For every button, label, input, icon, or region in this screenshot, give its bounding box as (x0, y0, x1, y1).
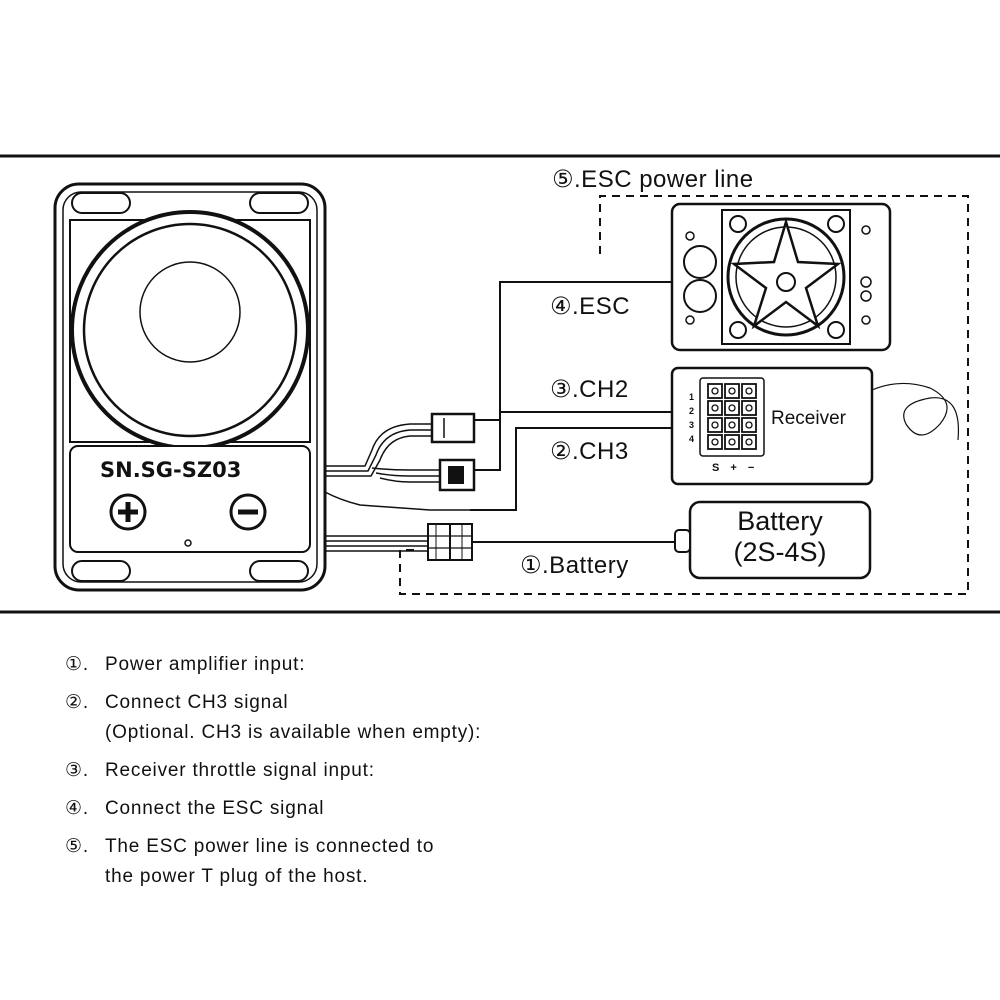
label-esc: ④.ESC (550, 293, 631, 320)
wire-esc (474, 281, 672, 421)
receiver-pin-grid (707, 383, 757, 450)
receiver-pin-hole (711, 387, 719, 395)
note-number: ②. (65, 692, 89, 713)
note-number: ③. (65, 760, 89, 781)
label-ch3: ②.CH3 (550, 438, 629, 465)
note-text: Power amplifier input: (105, 654, 306, 675)
receiver-row-3: 3 (689, 420, 695, 430)
speaker-inner-ring (82, 222, 298, 438)
receiver-pin (741, 383, 757, 399)
receiver-pin-hole (745, 421, 753, 429)
label-ch2: ③.CH2 (550, 376, 629, 403)
note-text: Connect the ESC signal (105, 798, 325, 819)
receiver-pin (707, 383, 723, 399)
note-item: ①. Power amplifier input: (65, 650, 965, 680)
esc-unit (670, 202, 892, 352)
sound-device (53, 182, 327, 592)
receiver-pin (741, 400, 757, 416)
receiver-pin (741, 417, 757, 433)
mount-tab-tr (249, 192, 309, 214)
note-text: (Optional. CH3 is available when empty): (105, 722, 482, 743)
wiring-diagram: ⑤.ESC power line ④.ESC ③.CH2 ②.CH3 ①.Bat… (0, 154, 1000, 614)
connector-battery (427, 523, 473, 561)
receiver-pin-hole (728, 421, 736, 429)
receiver-pin (707, 434, 723, 450)
receiver-antenna (871, 382, 960, 441)
label-esc-power-line: ⑤.ESC power line (552, 166, 754, 193)
receiver-pin-labels: S + − (712, 462, 759, 474)
note-text: the power T plug of the host. (105, 866, 369, 887)
note-item: ⑤. The ESC power line is connected to the … (65, 832, 965, 892)
label-battery: ①.Battery (520, 552, 629, 579)
mount-tab-bl (71, 560, 131, 582)
receiver-pin (741, 434, 757, 450)
esc-power-dashed-line (399, 195, 969, 595)
speaker-cone (139, 261, 241, 363)
speaker-outer-ring (70, 210, 310, 450)
connector-ch2 (438, 458, 476, 492)
receiver-pin (724, 383, 740, 399)
receiver-pin (724, 417, 740, 433)
receiver-pin (707, 400, 723, 416)
wire-routes (470, 281, 690, 543)
battery-box-voltage: (2S-4S) (733, 537, 827, 567)
battery-unit (674, 500, 872, 580)
battery-box-label: Battery (2S-4S) (690, 506, 870, 568)
mount-tab-br (249, 560, 309, 582)
note-text: Connect CH3 signal (105, 692, 289, 713)
receiver-pin-hole (728, 404, 736, 412)
receiver-pin-hole (728, 387, 736, 395)
note-text: The ESC power line is connected to (105, 836, 435, 857)
receiver-pin-hole (711, 404, 719, 412)
receiver-pin-hole (728, 438, 736, 446)
receiver-pin-hole (711, 421, 719, 429)
receiver-pin-hole (745, 387, 753, 395)
mount-tab-tl (71, 192, 131, 214)
receiver-label: Receiver (771, 408, 846, 429)
receiver-row-4: 4 (689, 434, 695, 444)
receiver-pin-hole (745, 438, 753, 446)
note-number: ⑤. (65, 836, 89, 857)
receiver-row-2: 2 (689, 406, 695, 416)
wire-ch2 (474, 411, 672, 471)
note-number: ④. (65, 798, 89, 819)
note-item: ③. Receiver throttle signal input: (65, 756, 965, 786)
receiver-pin (724, 400, 740, 416)
connector-esc (430, 412, 476, 444)
note-item: ④. Connect the ESC signal (65, 794, 965, 824)
receiver-row-1: 1 (689, 392, 695, 402)
notes-list: ①. Power amplifier input: ②. Connect CH3 si… (65, 650, 965, 900)
receiver-pin-hole (745, 404, 753, 412)
receiver-pin (724, 434, 740, 450)
device-model-label: SN.SG-SZ03 (100, 458, 242, 482)
battery-box-title: Battery (737, 506, 823, 536)
note-text: Receiver throttle signal input: (105, 760, 375, 781)
note-number: ①. (65, 654, 89, 675)
note-item: ②. Connect CH3 signal (Optional. CH3 is av… (65, 688, 965, 748)
wire-harness (324, 423, 470, 552)
wire-ch3 (470, 427, 672, 511)
receiver-pin (707, 417, 723, 433)
diagram-drawing (0, 154, 1000, 614)
receiver-unit (670, 366, 960, 486)
receiver-pin-hole (711, 438, 719, 446)
